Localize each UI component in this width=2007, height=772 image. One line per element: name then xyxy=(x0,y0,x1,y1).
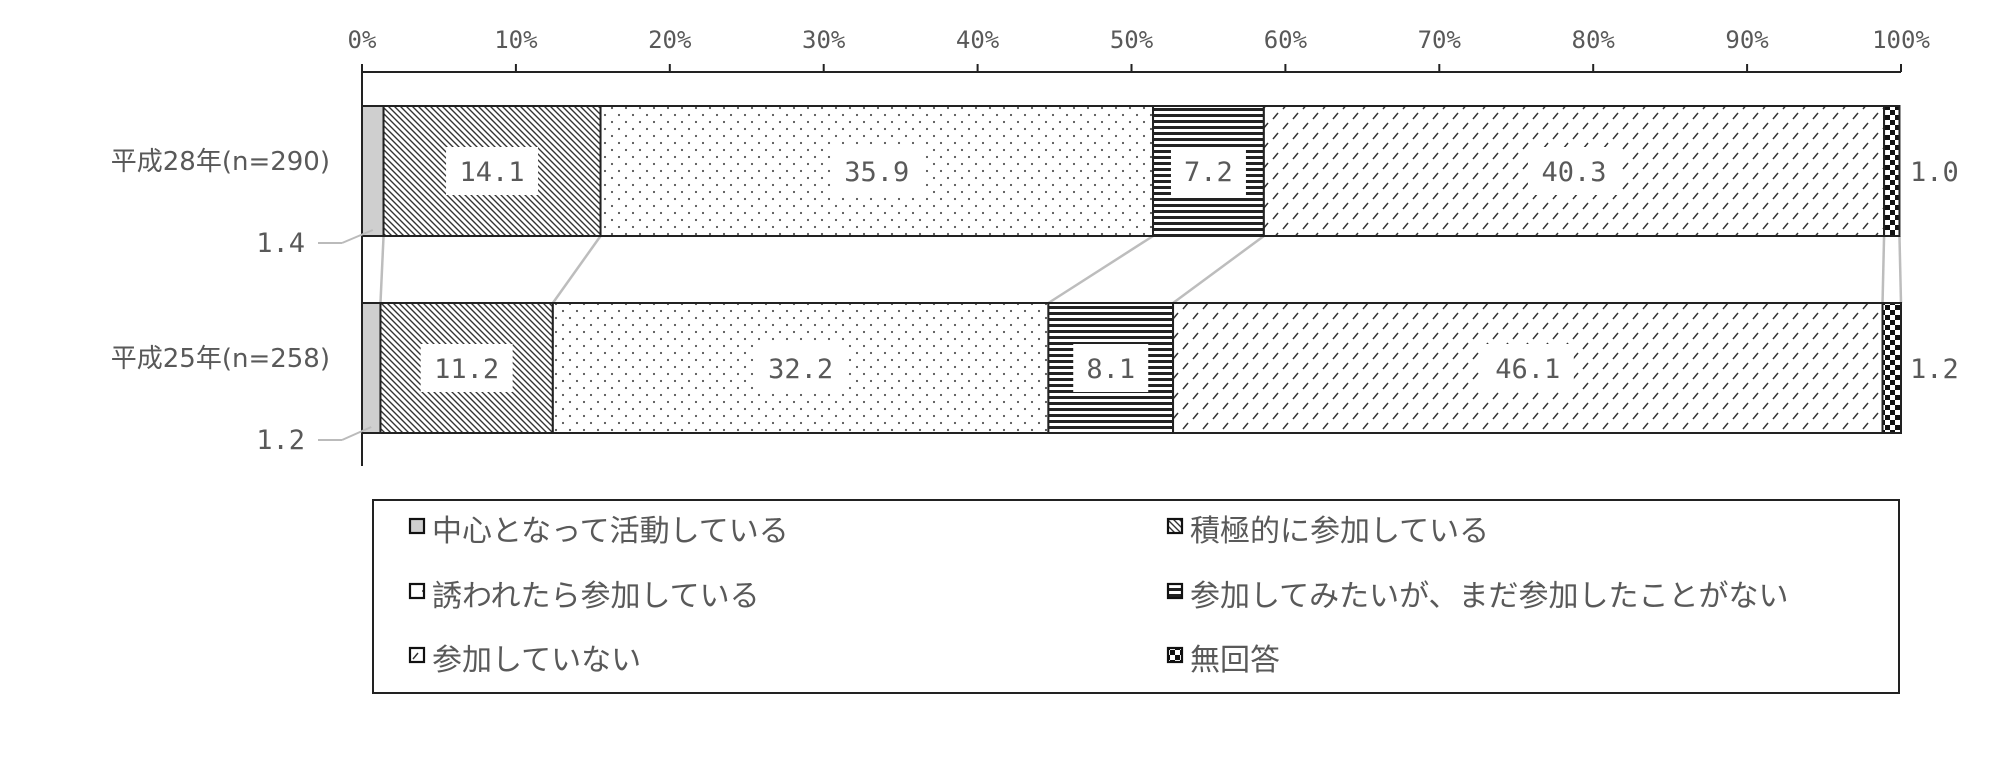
category-label: 平成28年(n=290) xyxy=(111,147,330,177)
legend-label: 誘われたら参加している xyxy=(432,579,760,614)
x-tick-label: 70% xyxy=(1418,26,1462,54)
series-connector xyxy=(379,235,385,304)
x-tick-label: 0% xyxy=(348,26,377,54)
x-tick-label: 100% xyxy=(1872,26,1930,54)
x-tick-label: 10% xyxy=(494,26,538,54)
data-label: 46.1 xyxy=(1495,354,1560,385)
leader-line xyxy=(341,426,372,441)
series-connector xyxy=(551,235,602,304)
bar-segment xyxy=(1883,105,1901,237)
data-label: 11.2 xyxy=(434,354,499,385)
data-label: 8.1 xyxy=(1086,354,1135,385)
series-connector xyxy=(1047,234,1154,305)
legend-swatch xyxy=(1166,582,1184,600)
data-label-bg xyxy=(1527,147,1620,195)
data-label-bg xyxy=(446,147,539,195)
legend-label: 参加していない xyxy=(432,643,641,678)
legend-label: 無回答 xyxy=(1190,643,1280,678)
data-label: 1.2 xyxy=(256,425,305,456)
data-label: 1.0 xyxy=(1910,157,1959,188)
connector-lines xyxy=(379,234,1903,305)
x-tick-label: 60% xyxy=(1264,26,1308,54)
x-axis: 0% 10% 20% 30% 40% 50% 60% 70% 80% 90% 100% xyxy=(348,26,1930,466)
x-tick-label: 30% xyxy=(802,26,846,54)
data-label: 1.4 xyxy=(256,228,305,259)
x-tick-label: 50% xyxy=(1110,26,1154,54)
legend-label: 参加してみたいが、まだ参加したことがない xyxy=(1190,579,1789,614)
series-connector xyxy=(1898,235,1903,304)
data-label-bg xyxy=(1073,344,1149,392)
bar-segment xyxy=(361,302,382,434)
data-label-bg xyxy=(830,147,923,195)
legend-swatch xyxy=(408,582,426,600)
legend-swatch xyxy=(1166,517,1184,535)
legend-label: 中心となって活動している xyxy=(432,514,789,549)
data-labels: 1.4 14.1 35.9 7.2 40.3 1.0 1.2 11.2 32.2 8.1 46.1 1… xyxy=(256,147,1959,456)
data-label: 7.2 xyxy=(1184,157,1233,188)
bar-segment xyxy=(361,105,385,237)
data-label: 32.2 xyxy=(768,354,833,385)
x-tick-label: 20% xyxy=(648,26,692,54)
data-label: 35.9 xyxy=(844,157,909,188)
series-connector xyxy=(1881,235,1886,304)
legend-label: 積極的に参加している xyxy=(1190,514,1489,549)
leader-line xyxy=(341,229,374,244)
x-tick-label: 90% xyxy=(1725,26,1769,54)
legend-swatch xyxy=(1166,646,1184,664)
x-tick-label: 40% xyxy=(956,26,1000,54)
legend-swatch xyxy=(408,517,426,535)
category-labels: 平成28年(n=290) 平成25年(n=258) xyxy=(111,147,330,374)
bar-segment xyxy=(1881,302,1902,434)
data-label-bg xyxy=(754,344,847,392)
category-label: 平成25年(n=258) xyxy=(111,344,330,374)
data-label: 14.1 xyxy=(460,157,525,188)
legend-frame xyxy=(372,499,1900,694)
series-connector xyxy=(1172,234,1265,305)
data-label: 40.3 xyxy=(1541,157,1606,188)
legend-swatch xyxy=(408,646,426,664)
data-label-bg xyxy=(420,344,513,392)
data-label: 1.2 xyxy=(1910,354,1959,385)
data-label-bg xyxy=(1170,147,1246,195)
data-label-bg xyxy=(1481,344,1574,392)
x-tick-label: 80% xyxy=(1572,26,1616,54)
